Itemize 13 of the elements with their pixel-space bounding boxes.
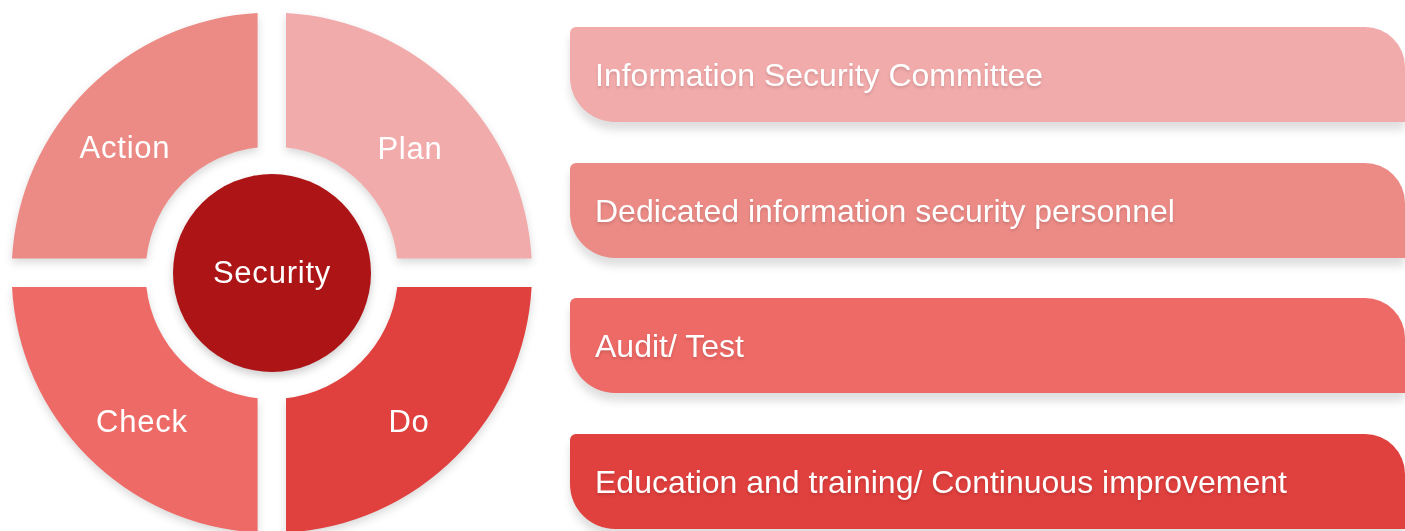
bar-label: Information Security Committee bbox=[595, 55, 1044, 95]
bar-label: Dedicated information security personnel bbox=[595, 191, 1175, 231]
segment-label: Check bbox=[96, 405, 188, 437]
bar-label: Education and training/ Continuous improvement bbox=[595, 462, 1287, 502]
center-label: Security bbox=[212, 253, 332, 292]
banner-bar bbox=[570, 27, 1405, 122]
banner-bar bbox=[570, 298, 1405, 393]
segment-label: Do bbox=[388, 405, 430, 437]
banner-bar bbox=[570, 163, 1405, 258]
segment-label: Plan bbox=[377, 132, 443, 164]
bar-label: Audit/ Test bbox=[595, 326, 744, 366]
banner-bar bbox=[570, 434, 1405, 529]
segment-label: Action bbox=[79, 131, 171, 163]
